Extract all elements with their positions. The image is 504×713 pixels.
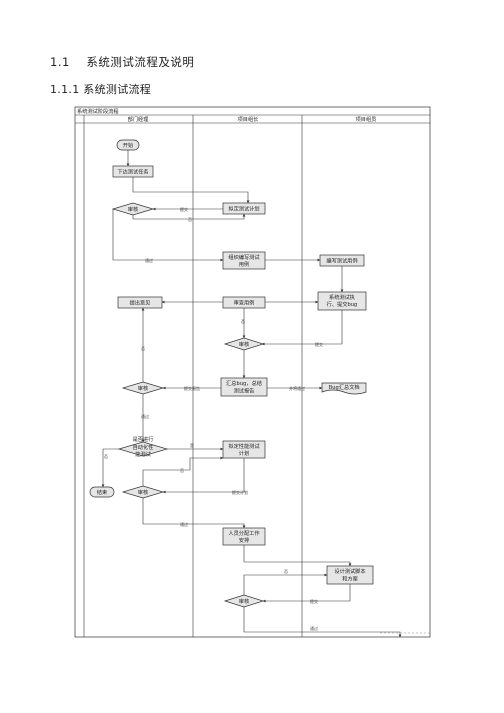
staff-assign-label-1: 人员分配工作: [228, 529, 259, 537]
design-scheme-label-1: 设计测试脚本: [334, 567, 365, 575]
summary-report-box: [220, 377, 268, 397]
end-label: 结束: [97, 488, 107, 496]
edge-submit-1: 提交: [180, 206, 188, 212]
staff-assign-label-2: 安排: [239, 536, 249, 544]
edge-no-4: 否: [104, 454, 108, 459]
review5-label: 审核: [239, 597, 249, 605]
edge-no-6: 否: [284, 569, 288, 574]
issue-task-label: 下达测试任务: [117, 168, 148, 176]
design-scheme-label-2: 和方案: [342, 575, 358, 583]
auto-decision-label-1: 是否进行: [133, 435, 154, 443]
draft-plan-label: 拟定测试计划: [228, 205, 259, 213]
edge-pass-3: 通过: [180, 521, 188, 527]
org-cases-label-2: 用例: [239, 260, 249, 268]
exec-test-label-1: 系统测试执: [329, 293, 355, 301]
start-label: 开始: [123, 141, 134, 149]
edge-submit-plan: 提交计划: [232, 489, 248, 495]
bug-doc-shape: [321, 382, 367, 395]
write-cases-label: 编写测试用例: [326, 257, 357, 265]
edge-pass-4: 通过: [310, 625, 318, 631]
review2-diamond: [223, 337, 265, 351]
section-heading-2: 1.1.1 系统测试流程: [50, 81, 151, 97]
review4-label: 审核: [138, 488, 148, 496]
section-title: 系统测试流程及说明: [86, 55, 195, 69]
subsection-title: 系统测试流程: [83, 83, 152, 96]
auto-decision-label-2: 自动化性: [133, 443, 154, 451]
section-number: 1.1: [50, 55, 70, 69]
section-heading-1: 1.1 系统测试流程及说明: [50, 54, 194, 70]
lane-header-leader: 项目组长: [238, 115, 260, 123]
summary-report-label-2: 测试报告: [234, 387, 255, 395]
edge-no-2: 否: [241, 319, 245, 324]
org-cases-label-1: 组织编写测试: [228, 253, 260, 261]
end-terminal: [89, 486, 115, 498]
edge-pass-2: 通过: [141, 413, 149, 419]
draft-perf-label-2: 计划: [239, 449, 249, 457]
diagram-frame: [74, 106, 431, 638]
edge-no-5: 否: [180, 468, 184, 473]
draft-perf-label-1: 拟定性能测试: [228, 442, 260, 450]
feedback-label: 提出意见: [130, 299, 151, 307]
edge-submit-merge: 并将通过: [289, 385, 305, 391]
auto-decision-label-3: 能测试: [135, 450, 151, 458]
review5-diamond: [223, 594, 265, 608]
edge-yes: 是: [190, 442, 194, 448]
subsection-number: 1.1.1: [50, 83, 80, 96]
edge-pass-1: 通过: [145, 257, 153, 263]
bug-doc-label: Bug汇总文档: [328, 383, 359, 391]
edge-submit-3: 提交: [310, 598, 318, 604]
edge-no-3: 否: [141, 346, 145, 351]
summary-report-label-1: 汇总bug，总结: [226, 379, 262, 387]
review2-label: 审核: [239, 340, 249, 348]
lane-header-member: 项目组员: [356, 115, 377, 123]
edge-no-1: 否: [188, 217, 192, 222]
exec-test-label-2: 行、提交bug: [327, 300, 358, 308]
org-cases-box: [222, 251, 266, 270]
edge-submit-2: 提交: [315, 341, 323, 347]
review3-label: 审核: [138, 384, 148, 392]
edge-submit-report: 提交报告: [184, 385, 200, 391]
review1-label: 审核: [128, 205, 138, 213]
review4-diamond: [121, 485, 165, 499]
review-cases-label: 审查用例: [234, 299, 255, 307]
frame-title: 系统测试阶段流程: [77, 107, 119, 115]
lane-header-manager: 部门经理: [128, 115, 150, 123]
